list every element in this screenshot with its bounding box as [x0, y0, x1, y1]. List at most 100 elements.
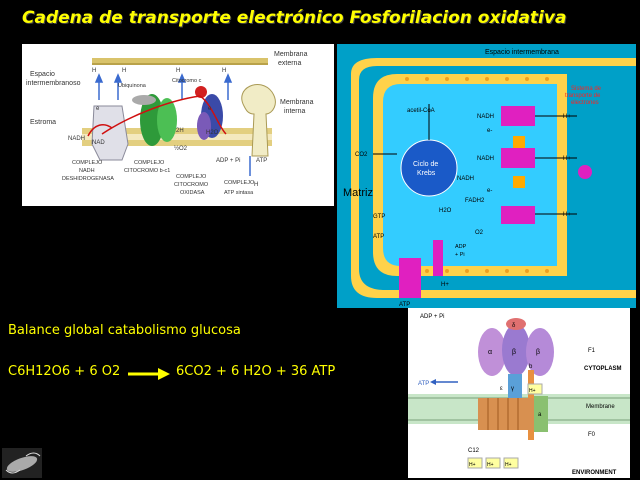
label-ubiquinona: Ubiquinona — [118, 83, 147, 89]
label-2h: 2H — [176, 128, 184, 134]
alpha-subunit-1 — [478, 328, 506, 376]
label-complejo3-b: CITOCROMO — [174, 182, 209, 188]
cytochrome — [578, 165, 592, 179]
gamma-stalk — [508, 374, 522, 400]
label-adp-pi: ADP + Pi — [420, 314, 444, 320]
label-complejo1-c: DESHIDROGENASA — [62, 176, 114, 182]
label-atp: ATP — [256, 158, 267, 164]
label-h2o: H2O — [439, 208, 452, 214]
label-h2o: H2O — [206, 130, 219, 136]
label-membrana-ext-2: externa — [278, 60, 301, 67]
atp-synthase-panel: ADP + Pi ATP F1 F0 CYTOPLASM Membrane EN… — [408, 308, 630, 478]
krebs-cycle — [400, 139, 458, 197]
label-nadh: NADH — [68, 136, 85, 142]
label-b: b — [529, 364, 533, 370]
beta-subunit — [502, 324, 530, 376]
label-espacio: Espacio — [30, 71, 55, 78]
label-hplus-1: H+ — [563, 114, 571, 120]
c-ring — [478, 398, 534, 430]
label-beta-2: β — [536, 349, 540, 356]
label-o2: O2 — [475, 230, 484, 236]
label-hplus-2: H+ — [563, 156, 571, 162]
label-fadh2: FADH2 — [465, 198, 485, 204]
label-gamma: γ — [511, 386, 514, 392]
label-c12: C12 — [468, 448, 480, 454]
label-membrana-ext-1: Membrana — [274, 51, 308, 58]
label-atp: ATP — [373, 234, 384, 240]
atp-synthase-left — [433, 240, 443, 276]
complex-2 — [501, 148, 535, 168]
label-cytoplasm: CYTOPLASM — [584, 366, 622, 372]
balance-reactants: C6H12O6 + 6 O2 — [8, 364, 121, 379]
cytochrome-c — [195, 86, 207, 98]
label-hplus-4: H+ — [441, 282, 449, 288]
balance-products: 6CO2 + 6 H2O + 36 ATP — [176, 364, 336, 379]
slide-title: Cadena de transporte electrónico Fosfori… — [22, 8, 567, 28]
a-subunit — [534, 396, 548, 432]
label-hplus-3: H+ — [487, 462, 494, 468]
label-nadh-2: NADH — [477, 156, 494, 162]
label-e-1: e- — [487, 128, 492, 134]
ubiquinone — [132, 95, 156, 105]
label-atp-bottom: ATP — [399, 302, 410, 308]
label-hplus-1: H+ — [529, 388, 536, 394]
label-hplus-3: H+ — [563, 212, 571, 218]
label-atp: ATP — [418, 381, 429, 387]
label-environment: ENVIRONMENT — [572, 470, 617, 476]
label-adp: ADP — [455, 244, 467, 250]
label-complejo1-a: COMPLEJO — [72, 160, 103, 166]
label-hplus-5: H — [254, 182, 258, 188]
label-membrana-int-1: Membrana — [280, 99, 314, 106]
inner-membrane — [82, 128, 272, 134]
label-membrane: Membrane — [586, 404, 615, 410]
label-adp-pi: ADP + Pi — [216, 158, 240, 164]
label-ciclo-2: Krebs — [417, 170, 436, 177]
bacteria-illustration — [2, 448, 42, 478]
label-alpha: α — [488, 349, 492, 356]
label-ciclo-1: Ciclo de — [413, 161, 438, 168]
label-complejo2-b: CITOCROMO b-c1 — [124, 168, 170, 174]
label-hplus-2: H — [122, 68, 126, 74]
label-f0: F0 — [588, 432, 596, 438]
label-complejo3-c: OXIDASA — [180, 190, 205, 196]
label-half-o2: ½O2 — [174, 145, 188, 152]
outer-membrane — [92, 58, 268, 63]
label-estroma: Estroma — [30, 119, 56, 126]
label-espacio-intermembrana: Espacio intermembrana — [485, 49, 559, 56]
label-complejo2-a: COMPLEJO — [134, 160, 165, 166]
electron-path — [101, 95, 227, 135]
alpha-subunit-2 — [526, 328, 554, 376]
label-acetil-coa: acetil-CoA — [407, 108, 435, 114]
label-hplus-4: H — [222, 68, 226, 74]
label-membrana-int-2: interna — [284, 108, 306, 115]
label-complejo3-a: COMPLEJO — [176, 174, 207, 180]
label-hplus-4: H+ — [505, 462, 512, 468]
label-a: a — [538, 412, 542, 418]
label-complejo4-b: ATP sintasa — [224, 190, 254, 196]
label-gtp: GTP — [373, 214, 385, 220]
label-f1: F1 — [588, 348, 596, 354]
label-citocromo-c: Citocromo c — [172, 78, 202, 84]
label-hplus-2: H+ — [469, 462, 476, 468]
label-hplus-1: H — [92, 68, 96, 74]
mitochondrion-panel: Espacio intermembrana Sistema de transpo… — [337, 44, 636, 308]
label-complejo4-a: COMPLEJO — [224, 180, 255, 186]
atp-synthase — [241, 84, 276, 157]
label-e-2: e — [208, 106, 212, 112]
label-sistema-3: electrones — [571, 100, 599, 106]
atp-synthase-bottom — [399, 258, 421, 298]
label-hplus-3: H — [176, 68, 180, 74]
label-pi: + Pi — [455, 252, 465, 258]
label-co2: CO2 — [355, 152, 368, 158]
label-nadh-1: NADH — [477, 114, 494, 120]
reaction-arrow — [128, 368, 170, 380]
balance-heading: Balance global catabolismo glucosa — [8, 323, 241, 338]
label-beta: β — [512, 349, 516, 356]
complex-i — [91, 105, 129, 161]
label-e-2: e- — [487, 188, 492, 194]
complex-3 — [501, 206, 535, 224]
label-sistema-1: Sistema de — [571, 86, 602, 92]
label-complejo1-b: NADH — [79, 168, 95, 174]
label-e-1: e — [96, 106, 100, 112]
label-sistema-2: transporte de — [565, 93, 601, 99]
